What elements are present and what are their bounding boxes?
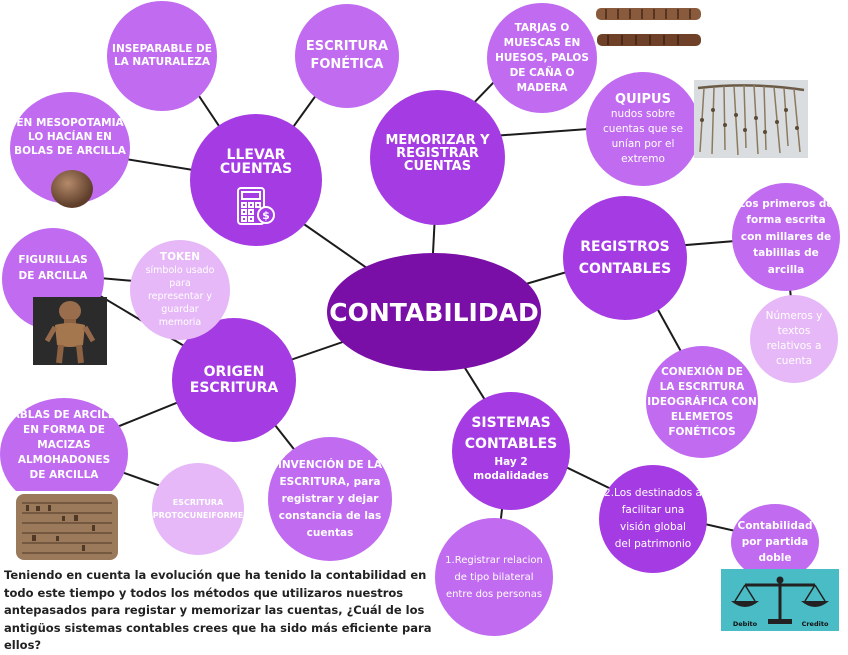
node-quipus-title: QUIPUS <box>615 92 671 107</box>
node-tarjas: TARJAS O MUESCAS EN HUESOS, PALOS DE CAÑ… <box>487 3 597 113</box>
branch-llevar-cuentas: LLEVAR CUENTAS $ <box>190 114 322 246</box>
node-token-title: TOKEN <box>160 251 200 264</box>
center-label: CONTABILIDAD <box>329 298 538 327</box>
branch-memorizar-label: MEMORIZAR Y REGISTRAR CUENTAS <box>385 134 489 173</box>
node-token-text: símbolo usado para representar y guardar… <box>146 264 215 329</box>
node-escritura-fonetica-label: ESCRITURA FONÉTICA <box>306 38 388 74</box>
scale-left-label: Debito <box>733 620 758 628</box>
scale-right-label: Credito <box>802 620 829 628</box>
calculator-money-icon: $ <box>234 184 278 228</box>
center-node: CONTABILIDAD <box>327 253 541 371</box>
node-tablas-label: TABLAS DE ARCILLA EN FORMA DE MACIZAS AL… <box>0 408 128 483</box>
notched-sticks-image <box>596 5 702 49</box>
node-conexion-label: CONEXIÓN DE LA ESCRITURA IDEOGRÁFICA CON… <box>647 365 757 440</box>
svg-text:$: $ <box>262 209 270 222</box>
balance-scale-icon: Debito Credito <box>721 569 839 631</box>
node-primeros: Los primeros de forma escrita con millar… <box>732 183 840 291</box>
node-figurillas-label: FIGURILLAS DE ARCILLA <box>18 252 87 284</box>
node-numeros-label: Números y textos relativos a cuenta <box>766 309 823 369</box>
node-tarjas-label: TARJAS O MUESCAS EN HUESOS, PALOS DE CAÑ… <box>495 21 589 96</box>
node-mesopotamia-label: EN MESOPOTAMIA LO HACÍAN EN BOLAS DE ARC… <box>14 116 126 158</box>
clay-figurine-image <box>33 297 107 365</box>
branch-sistemas-label: SISTEMAS CONTABLES <box>465 413 557 455</box>
quipu-image <box>694 80 808 158</box>
node-inseparable: INSEPARABLE DE LA NATURALEZA <box>107 1 217 111</box>
node-invencion-label: INVENCIÓN DE LA ESCRITURA, para registra… <box>278 457 382 542</box>
node-destinados: 2.Los destinados a facilitar una visión … <box>599 465 707 573</box>
node-quipus-text: nudos sobre cuentas que se unían por el … <box>603 107 683 167</box>
branch-sistemas-sublabel: Hay 2 modalidades <box>473 455 548 483</box>
node-destinados-label: 2.Los destinados a facilitar una visión … <box>604 485 702 553</box>
node-protocuneiforme: ESCRITURA PROTOCUNEIFORME <box>152 463 244 555</box>
clay-tablet-image <box>12 491 122 563</box>
node-numeros: Números y textos relativos a cuenta <box>750 295 838 383</box>
branch-registros-label: REGISTROS CONTABLES <box>579 236 671 280</box>
node-protocuneiforme-label: ESCRITURA PROTOCUNEIFORME <box>153 496 243 522</box>
node-quipus: QUIPUS nudos sobre cuentas que se unían … <box>586 72 700 186</box>
node-partida-doble-label: Contabilidad por partida doble <box>738 518 813 566</box>
branch-registros: REGISTROS CONTABLES <box>563 196 687 320</box>
node-inseparable-label: INSEPARABLE DE LA NATURALEZA <box>112 43 212 69</box>
branch-llevar-cuentas-label: LLEVAR CUENTAS <box>220 148 292 176</box>
branch-sistemas: SISTEMAS CONTABLES Hay 2 modalidades <box>452 392 570 510</box>
clay-ball-image <box>50 169 94 209</box>
node-token: TOKEN símbolo usado para representar y g… <box>130 240 230 340</box>
node-conexion: CONEXIÓN DE LA ESCRITURA IDEOGRÁFICA CON… <box>646 346 758 458</box>
question-text: Teniendo en cuenta la evolución que ha t… <box>4 567 442 655</box>
node-escritura-fonetica: ESCRITURA FONÉTICA <box>295 4 399 108</box>
node-bilateral-label: 1.Registrar relacion de tipo bilateral e… <box>445 552 543 603</box>
branch-origen-label: ORIGEN ESCRITURA <box>190 364 278 396</box>
node-primeros-label: Los primeros de forma escrita con millar… <box>738 196 833 279</box>
node-bilateral: 1.Registrar relacion de tipo bilateral e… <box>435 518 553 636</box>
branch-memorizar: MEMORIZAR Y REGISTRAR CUENTAS <box>370 90 505 225</box>
node-invencion: INVENCIÓN DE LA ESCRITURA, para registra… <box>268 437 392 561</box>
